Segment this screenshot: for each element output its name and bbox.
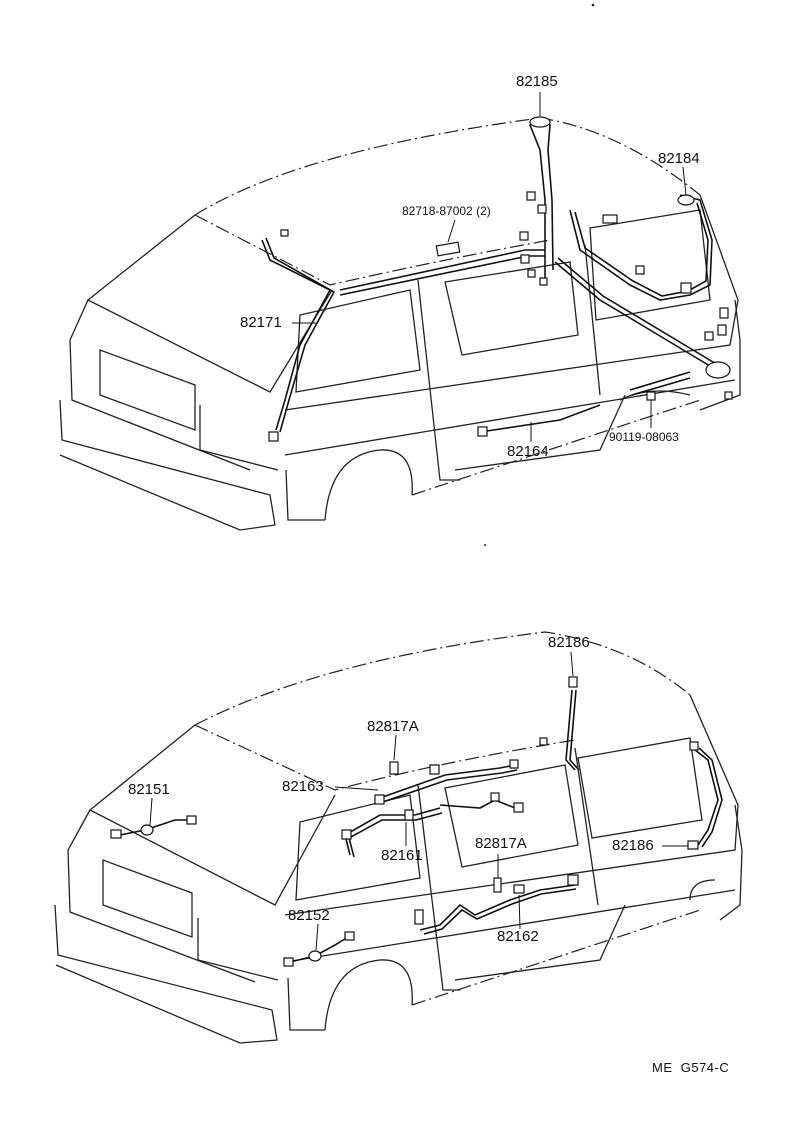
lower-wiring-harness (110, 676, 723, 967)
part-label-82184: 82184 (658, 150, 700, 167)
part-label-82186-right: 82186 (612, 837, 654, 854)
part-label-82162: 82162 (497, 928, 539, 945)
part-label-90119-08063: 90119-08063 (609, 430, 679, 444)
upper-wiring-harness (261, 116, 733, 442)
lower-leader-lines (149, 651, 688, 951)
part-label-82817a-top: 82817A (367, 718, 419, 735)
part-label-82151: 82151 (128, 781, 170, 798)
part-label-82152: 82152 (288, 907, 330, 924)
upper-leader-lines (292, 92, 687, 442)
part-label-82185: 82185 (516, 73, 558, 90)
stray-mark (484, 544, 486, 546)
part-label-82817a-mid: 82817A (475, 835, 527, 852)
part-label-82163: 82163 (282, 778, 324, 795)
part-label-82164: 82164 (507, 443, 549, 460)
part-label-82161: 82161 (381, 847, 423, 864)
upper-van-body (59, 117, 741, 531)
part-label-82186-top: 82186 (548, 634, 590, 651)
figure-code: ME G574-C (652, 1060, 730, 1075)
part-label-82718-87002: 82718-87002 (2) (402, 204, 491, 218)
part-label-82171: 82171 (240, 314, 282, 331)
lower-van-body (54, 631, 743, 1044)
stray-mark (591, 3, 595, 7)
